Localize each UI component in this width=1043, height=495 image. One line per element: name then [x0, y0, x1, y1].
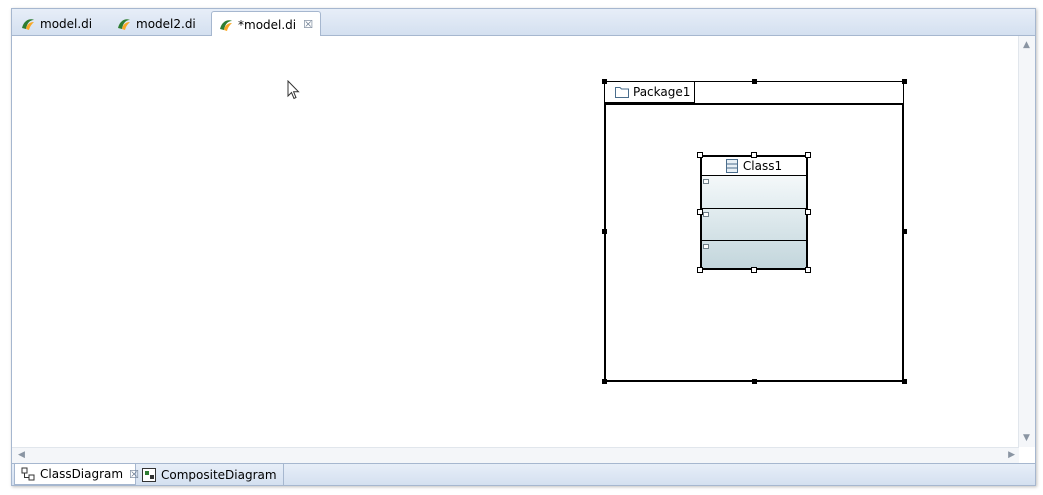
- nested-classifiers-compartment[interactable]: [702, 241, 806, 268]
- selection-handle[interactable]: [602, 229, 607, 234]
- scroll-down-icon[interactable]: ▼: [1023, 433, 1030, 443]
- package-name: Package1: [633, 85, 691, 99]
- class-header[interactable]: Class1: [702, 157, 806, 176]
- mouse-cursor-icon: [287, 79, 301, 103]
- class-name: Class1: [742, 159, 783, 173]
- papyrus-icon: [20, 16, 36, 32]
- close-icon[interactable]: ☒: [303, 18, 314, 31]
- tab-label: model.di: [40, 16, 93, 31]
- collapse-icon[interactable]: [703, 179, 709, 184]
- scroll-up-icon[interactable]: ▲: [1023, 40, 1030, 50]
- selection-handle[interactable]: [752, 379, 757, 384]
- attributes-compartment[interactable]: [702, 176, 806, 209]
- selection-handle[interactable]: [697, 209, 703, 215]
- selection-handle[interactable]: [751, 267, 757, 273]
- tab-composite-diagram[interactable]: CompositeDiagram: [136, 464, 284, 485]
- package-name-tab[interactable]: Package1: [604, 81, 695, 103]
- scroll-right-icon[interactable]: ▶: [1008, 450, 1015, 460]
- collapse-icon[interactable]: [703, 244, 709, 249]
- papyrus-icon: [116, 16, 132, 32]
- selection-handle[interactable]: [902, 229, 907, 234]
- editor-tab-bar: model.di model2.di *model.di ☒: [12, 9, 1035, 37]
- tab-model-di[interactable]: model.di: [14, 11, 98, 36]
- selection-handle[interactable]: [751, 152, 757, 158]
- selection-handle[interactable]: [752, 79, 757, 84]
- tab-label: model2.di: [136, 16, 196, 31]
- class-icon: [725, 159, 738, 173]
- selection-handle[interactable]: [902, 379, 907, 384]
- selection-handle[interactable]: [602, 379, 607, 384]
- tab-model2-di[interactable]: model2.di: [110, 11, 202, 36]
- selection-handle[interactable]: [805, 267, 811, 273]
- tab-model-di-active[interactable]: *model.di ☒: [211, 11, 322, 37]
- tab-class-diagram[interactable]: ClassDiagram ☒: [14, 464, 139, 485]
- selection-handle[interactable]: [697, 152, 703, 158]
- operations-compartment[interactable]: [702, 209, 806, 241]
- vertical-scrollbar[interactable]: ▲ ▼: [1018, 36, 1035, 447]
- selection-handle[interactable]: [805, 209, 811, 215]
- selection-handle[interactable]: [602, 79, 607, 84]
- close-icon[interactable]: ☒: [129, 467, 139, 481]
- folder-icon: [615, 86, 629, 98]
- scroll-left-icon[interactable]: ◀: [18, 450, 25, 460]
- selection-handle[interactable]: [805, 152, 811, 158]
- collapse-icon[interactable]: [703, 212, 709, 217]
- class-shape[interactable]: Class1: [700, 155, 808, 270]
- class-diagram-icon: [21, 467, 35, 481]
- selection-handle[interactable]: [697, 267, 703, 273]
- composite-diagram-icon: [142, 467, 156, 482]
- tab-label: *model.di: [238, 17, 297, 32]
- papyrus-icon: [218, 17, 234, 33]
- horizontal-scrollbar[interactable]: ◀ ▶: [12, 447, 1019, 463]
- diagram-tab-bar: ClassDiagram ☒ CompositeDiagram: [12, 463, 1035, 485]
- tab-label: ClassDiagram: [40, 467, 124, 481]
- tab-label: CompositeDiagram: [161, 467, 277, 482]
- selection-handle[interactable]: [902, 79, 907, 84]
